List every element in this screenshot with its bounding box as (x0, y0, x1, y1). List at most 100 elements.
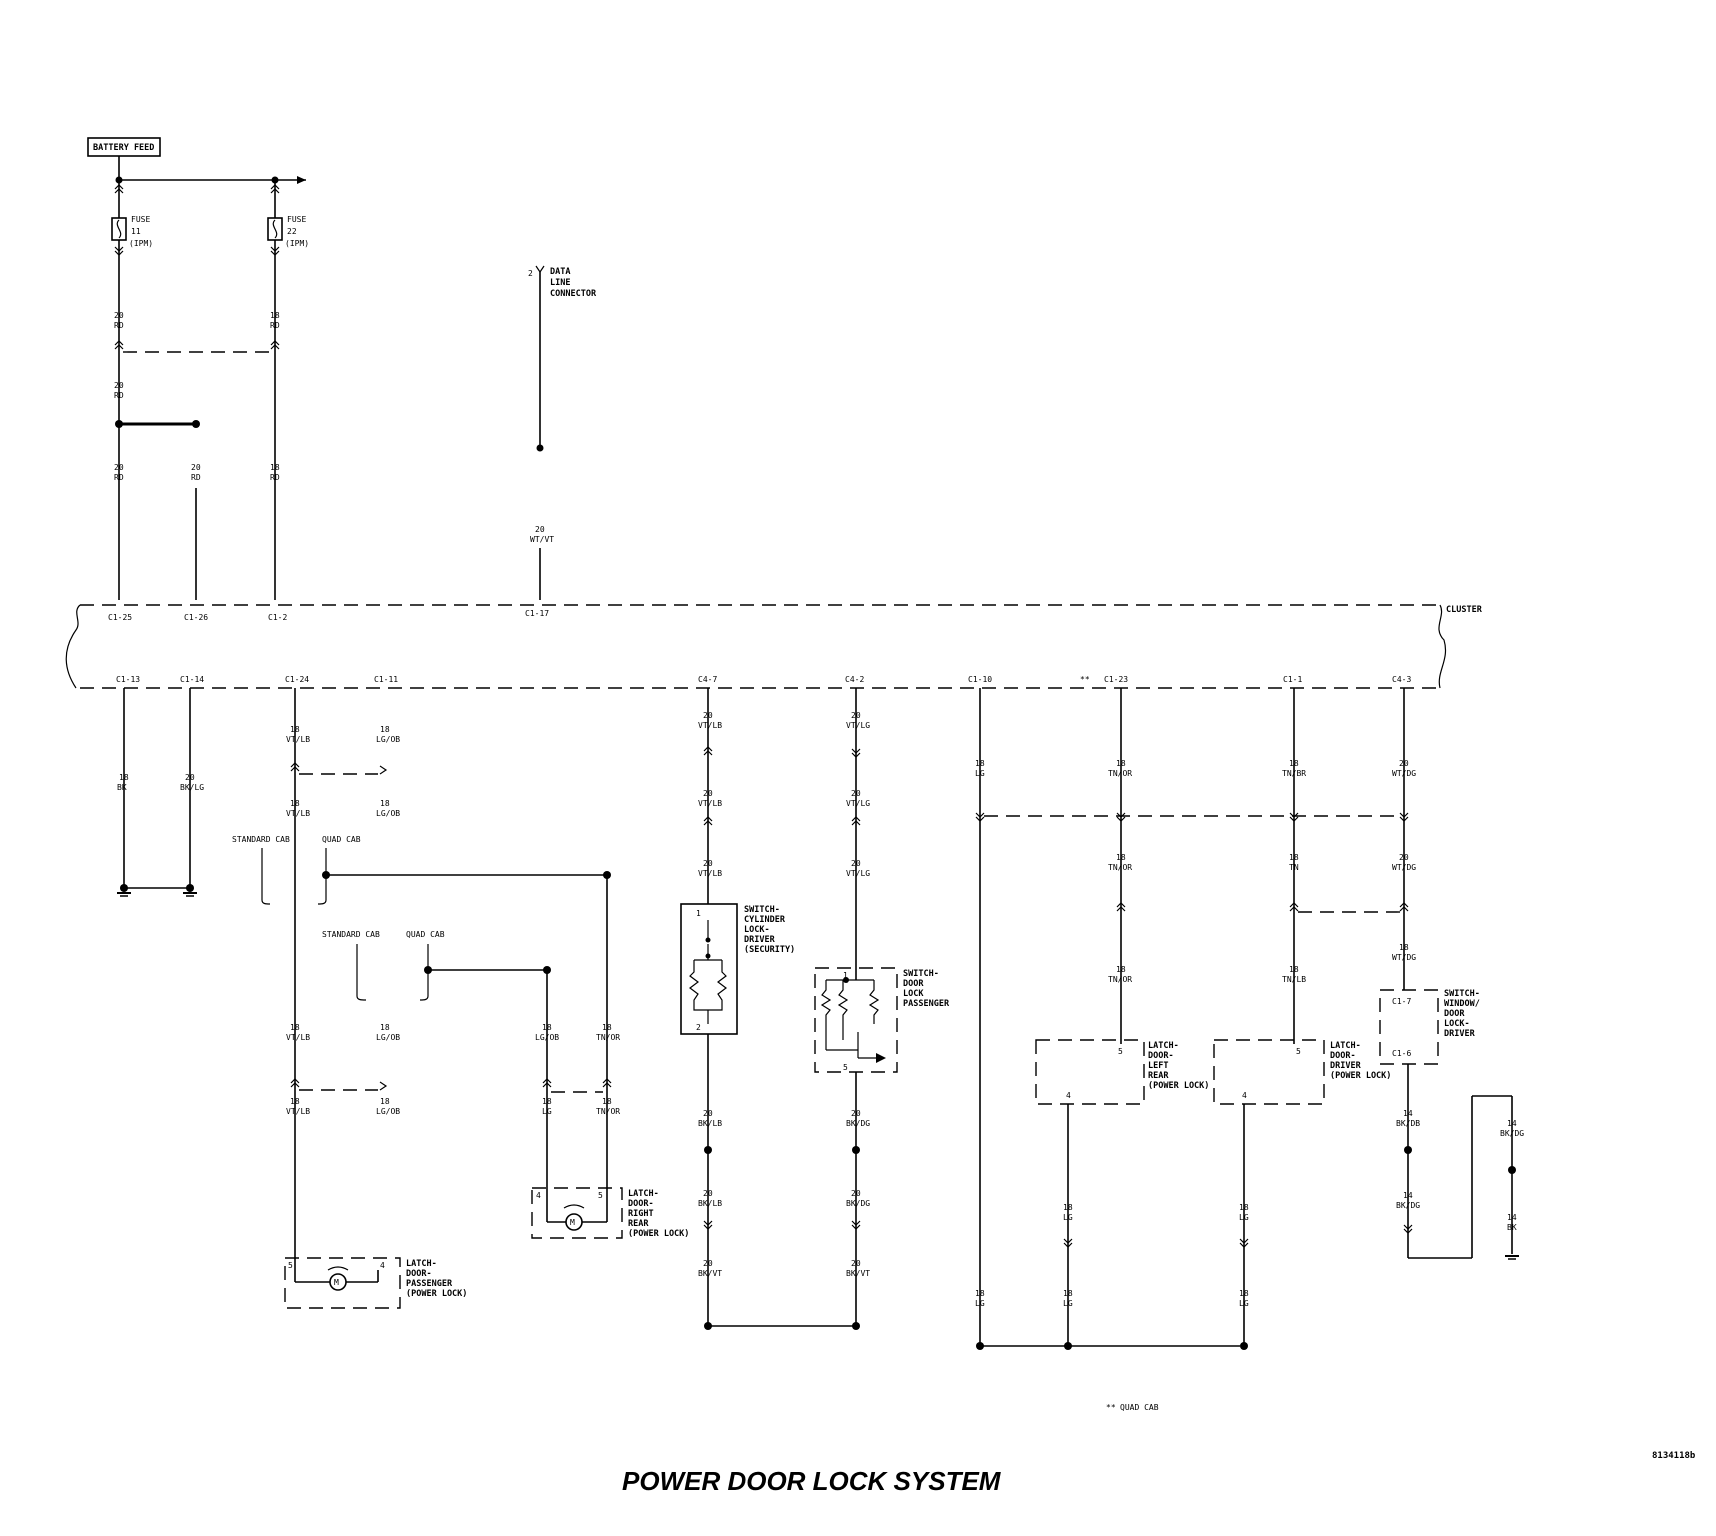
svg-text:BK/LB: BK/LB (698, 1119, 722, 1128)
svg-text:RD: RD (114, 473, 124, 482)
battery-feed-block: BATTERY FEED (87, 137, 306, 184)
svg-text:QUAD CAB: QUAD CAB (406, 930, 445, 939)
svg-text:DOOR-: DOOR- (406, 1269, 432, 1279)
svg-text:C1-10: C1-10 (968, 675, 992, 684)
svg-text:5: 5 (1296, 1047, 1301, 1056)
svg-text:LG: LG (1239, 1299, 1249, 1308)
svg-text:VT/LB: VT/LB (698, 721, 722, 730)
svg-text:WINDOW/: WINDOW/ (1444, 999, 1480, 1009)
svg-text:STANDARD CAB: STANDARD CAB (232, 835, 290, 844)
svg-text:20: 20 (114, 463, 124, 472)
svg-text:TN: TN (1289, 863, 1299, 872)
svg-text:WT/DG: WT/DG (1392, 953, 1416, 962)
svg-text:C1-1: C1-1 (1283, 675, 1302, 684)
svg-text:LINE: LINE (550, 278, 570, 288)
svg-text:LOCK-: LOCK- (744, 925, 770, 935)
svg-text:18: 18 (290, 1023, 300, 1032)
svg-text:WT/DG: WT/DG (1392, 769, 1416, 778)
svg-text:LATCH-: LATCH- (628, 1189, 659, 1199)
svg-text:20: 20 (851, 1109, 861, 1118)
svg-text:WT/DG: WT/DG (1392, 863, 1416, 872)
svg-text:1: 1 (696, 909, 701, 918)
svg-text:REAR: REAR (628, 1219, 649, 1229)
svg-text:20: 20 (185, 773, 195, 782)
cluster-label: CLUSTER (1446, 605, 1483, 615)
svg-text:C1-14: C1-14 (180, 675, 204, 684)
svg-text:18: 18 (1116, 853, 1126, 862)
svg-text:BK/DG: BK/DG (846, 1199, 870, 1208)
svg-text:18: 18 (1239, 1203, 1249, 1212)
svg-text:2: 2 (696, 1023, 701, 1032)
svg-text:RD: RD (270, 321, 280, 330)
svg-text:DOOR: DOOR (903, 979, 924, 989)
svg-text:LEFT: LEFT (1148, 1061, 1168, 1071)
svg-text:18: 18 (380, 725, 390, 734)
svg-text:5: 5 (288, 1261, 293, 1270)
svg-text:20: 20 (1399, 853, 1409, 862)
svg-text:18: 18 (1289, 853, 1299, 862)
svg-text:VT/LG: VT/LG (846, 869, 870, 878)
svg-text:2: 2 (528, 269, 533, 278)
svg-text:LOCK-: LOCK- (1444, 1019, 1470, 1029)
svg-text:C4-2: C4-2 (845, 675, 864, 684)
svg-text:TN/OR: TN/OR (596, 1107, 620, 1116)
svg-text:DOOR-: DOOR- (628, 1199, 654, 1209)
svg-text:DOOR: DOOR (1444, 1009, 1465, 1019)
cluster-module: CLUSTER C1-25 C1-26 C1-2 C1-17 C1-13 C1-… (65, 604, 1483, 689)
svg-text:PASSENGER: PASSENGER (903, 999, 950, 1009)
svg-text:C1-24: C1-24 (285, 675, 309, 684)
svg-text:18: 18 (119, 773, 129, 782)
svg-text:20: 20 (703, 1109, 713, 1118)
svg-text:SWITCH-: SWITCH- (1444, 989, 1480, 999)
svg-text:VT/LB: VT/LB (698, 869, 722, 878)
svg-text:DRIVER: DRIVER (744, 935, 776, 945)
svg-text:C1-7: C1-7 (1392, 997, 1411, 1006)
svg-text:4: 4 (536, 1191, 541, 1200)
svg-text:TN/OR: TN/OR (1108, 975, 1132, 984)
svg-text:C1-6: C1-6 (1392, 1049, 1411, 1058)
svg-text:LATCH-: LATCH- (406, 1259, 437, 1269)
svg-text:BK/LB: BK/LB (698, 1199, 722, 1208)
svg-text:18: 18 (380, 799, 390, 808)
svg-text:C1-11: C1-11 (374, 675, 398, 684)
battery-feed-label: BATTERY FEED (93, 143, 154, 153)
svg-text:BK: BK (1507, 1223, 1517, 1232)
svg-text:LG/OB: LG/OB (535, 1033, 559, 1042)
fuse-22: FUSE 22 (IPM) (267, 180, 309, 600)
svg-text:5: 5 (598, 1191, 603, 1200)
svg-text:SWITCH-: SWITCH- (903, 969, 939, 979)
svg-text:20: 20 (1399, 759, 1409, 768)
svg-text:14: 14 (1507, 1213, 1517, 1222)
svg-text:14: 14 (1403, 1191, 1413, 1200)
fuse-number: 22 (287, 227, 297, 236)
svg-text:BK/DB: BK/DB (1396, 1119, 1420, 1128)
svg-text:18: 18 (1399, 943, 1409, 952)
svg-text:BK/DG: BK/DG (846, 1119, 870, 1128)
fuse-11: FUSE 11 (IPM) (111, 180, 153, 600)
svg-text:4: 4 (380, 1261, 385, 1270)
svg-text:14: 14 (1403, 1109, 1413, 1118)
svg-text:18: 18 (975, 1289, 985, 1298)
svg-text:REAR: REAR (1148, 1071, 1169, 1081)
svg-text:4: 4 (1242, 1091, 1247, 1100)
svg-text:18: 18 (1063, 1289, 1073, 1298)
svg-text:LG: LG (975, 769, 985, 778)
svg-text:RD: RD (191, 473, 201, 482)
fuse-name: FUSE (131, 215, 150, 224)
fuse-location: (IPM) (129, 239, 153, 248)
svg-text:20: 20 (114, 381, 124, 390)
svg-text:QUAD CAB: QUAD CAB (322, 835, 361, 844)
svg-text:LG/OB: LG/OB (376, 735, 400, 744)
svg-text:PASSENGER: PASSENGER (406, 1279, 453, 1289)
svg-text:18: 18 (380, 1023, 390, 1032)
fuse-number: 11 (131, 227, 141, 236)
svg-text:18: 18 (1116, 965, 1126, 974)
svg-text:20: 20 (851, 789, 861, 798)
svg-text:(POWER LOCK): (POWER LOCK) (406, 1289, 467, 1299)
svg-text:TN/BR: TN/BR (1282, 769, 1306, 778)
svg-text:20: 20 (851, 1189, 861, 1198)
